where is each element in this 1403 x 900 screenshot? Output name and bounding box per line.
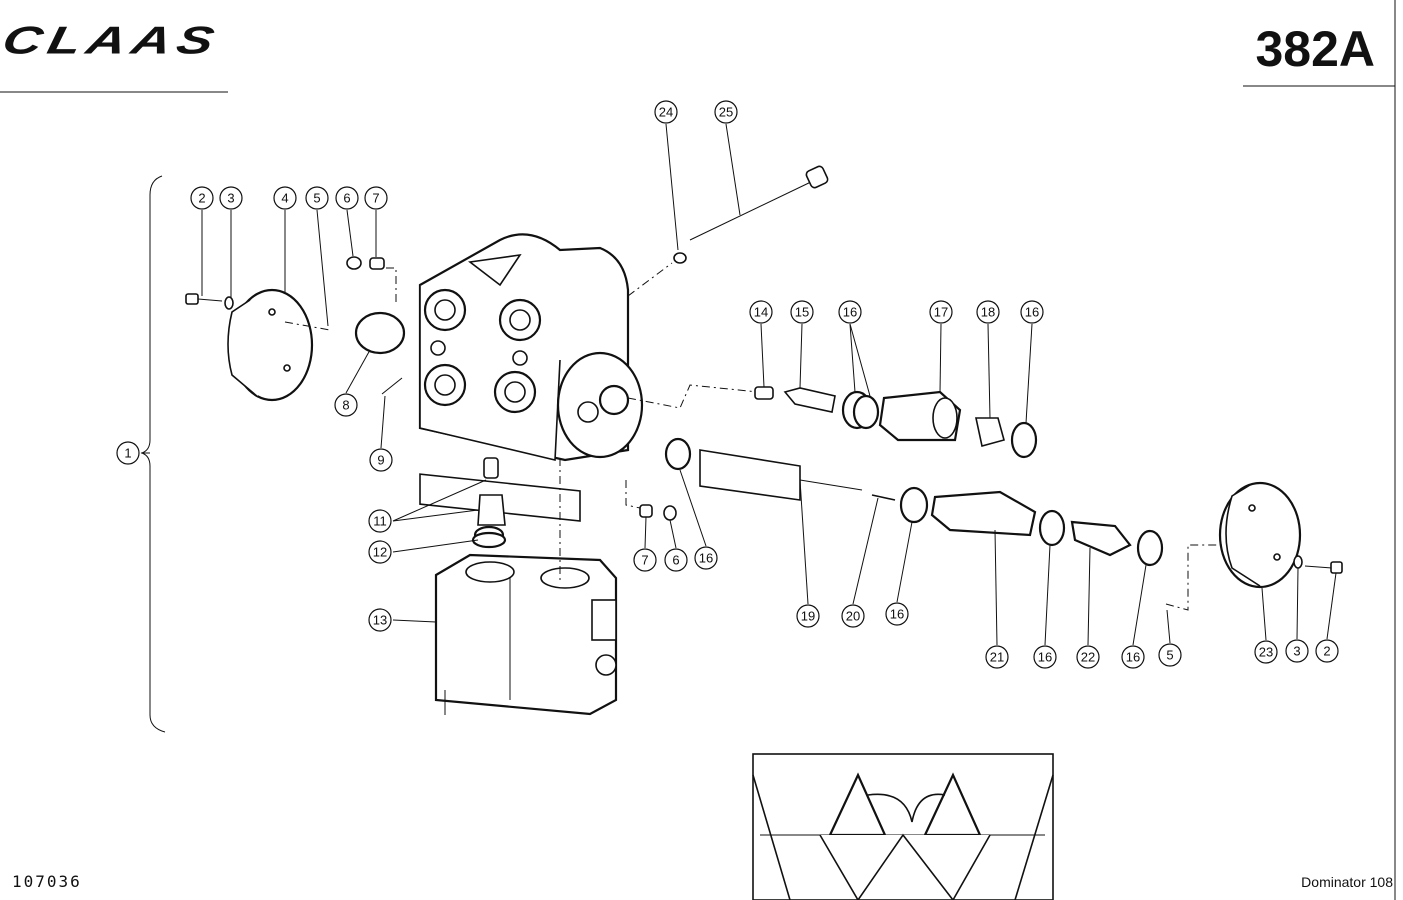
callout-16: 16 [1020, 300, 1044, 324]
callout-label: 3 [227, 191, 234, 206]
callout-16: 16 [838, 300, 862, 324]
o-ring-8 [354, 311, 406, 355]
callout-label: 5 [313, 191, 320, 206]
callout-18: 18 [976, 300, 1000, 324]
screw-left [284, 321, 331, 331]
callout-label: 8 [342, 398, 349, 413]
callout-14: 14 [749, 300, 773, 324]
solenoid-block [434, 457, 618, 716]
callout-label: 23 [1259, 645, 1273, 660]
callout-5: 5 [305, 186, 329, 210]
callout-17: 17 [929, 300, 953, 324]
callout-label: 5 [1166, 648, 1173, 663]
callout-20: 20 [841, 604, 865, 628]
callout-label: 21 [990, 650, 1004, 665]
callout-label: 16 [1038, 650, 1052, 665]
callout-6: 6 [664, 548, 688, 572]
callout-24: 24 [654, 100, 678, 124]
left-cover-plate [227, 288, 314, 402]
callout-label: 15 [795, 305, 809, 320]
assembly-bracket [140, 175, 166, 733]
callout-4: 4 [273, 186, 297, 210]
callout-15: 15 [790, 300, 814, 324]
callout-2: 2 [190, 186, 214, 210]
seal-6 [346, 256, 362, 270]
callout-12: 12 [368, 540, 392, 564]
section-view-inset [752, 753, 1054, 900]
callout-label: 20 [846, 609, 860, 624]
callout-6: 6 [335, 186, 359, 210]
right-cover-plate [1165, 481, 1343, 611]
callout-label: 2 [198, 191, 205, 206]
callout-label: 16 [890, 607, 904, 622]
callout-label: 11 [373, 514, 387, 529]
callout-7: 7 [364, 186, 388, 210]
callout-label: 2 [1323, 644, 1330, 659]
leader-lines [141, 123, 1337, 646]
callout-3: 3 [1285, 639, 1309, 663]
callout-1: 1 [116, 441, 140, 465]
valve-housing [418, 233, 644, 522]
callout-16: 16 [885, 602, 909, 626]
callout-11: 11 [368, 509, 392, 533]
callout-label: 7 [372, 191, 379, 206]
callout-21: 21 [985, 645, 1009, 669]
plug-7 [369, 257, 385, 270]
callout-22: 22 [1076, 645, 1100, 669]
callout-label: 6 [343, 191, 350, 206]
callout-label: 6 [672, 553, 679, 568]
callout-7: 7 [633, 548, 657, 572]
bolt-left [185, 293, 234, 310]
callout-23: 23 [1254, 640, 1278, 664]
callout-label: 12 [373, 545, 387, 560]
pin-9 [381, 377, 403, 395]
callout-label: 17 [934, 305, 948, 320]
callout-label: 22 [1081, 650, 1095, 665]
callout-5: 5 [1158, 643, 1182, 667]
callout-label: 13 [373, 613, 387, 628]
long-bolt-25 [627, 165, 829, 297]
callout-label: 16 [699, 551, 713, 566]
callout-label: 1 [124, 446, 131, 461]
callout-19: 19 [796, 604, 820, 628]
callout-3: 3 [219, 186, 243, 210]
callout-label: 14 [754, 305, 768, 320]
callout-label: 24 [659, 105, 673, 120]
callout-16: 16 [1121, 645, 1145, 669]
callout-label: 3 [1293, 644, 1300, 659]
page-number: 382A [1255, 21, 1375, 77]
callout-2: 2 [1315, 639, 1339, 663]
callout-label: 19 [801, 609, 815, 624]
callout-25: 25 [714, 100, 738, 124]
callout-label: 4 [281, 191, 288, 206]
callout-label: 16 [843, 305, 857, 320]
callout-label: 16 [1126, 650, 1140, 665]
callout-16: 16 [694, 546, 718, 570]
callout-13: 13 [368, 608, 392, 632]
callout-8: 8 [334, 393, 358, 417]
callout-label: 9 [377, 453, 384, 468]
callout-label: 7 [641, 553, 648, 568]
callout-label: 25 [719, 105, 733, 120]
lower-spool-row [625, 437, 1164, 567]
callout-16: 16 [1033, 645, 1057, 669]
callout-label: 16 [1025, 305, 1039, 320]
drawing-number: 107036 [12, 872, 82, 891]
callout-label: 18 [981, 305, 995, 320]
callout-9: 9 [369, 448, 393, 472]
model-name: Dominator 108 [1301, 874, 1393, 890]
